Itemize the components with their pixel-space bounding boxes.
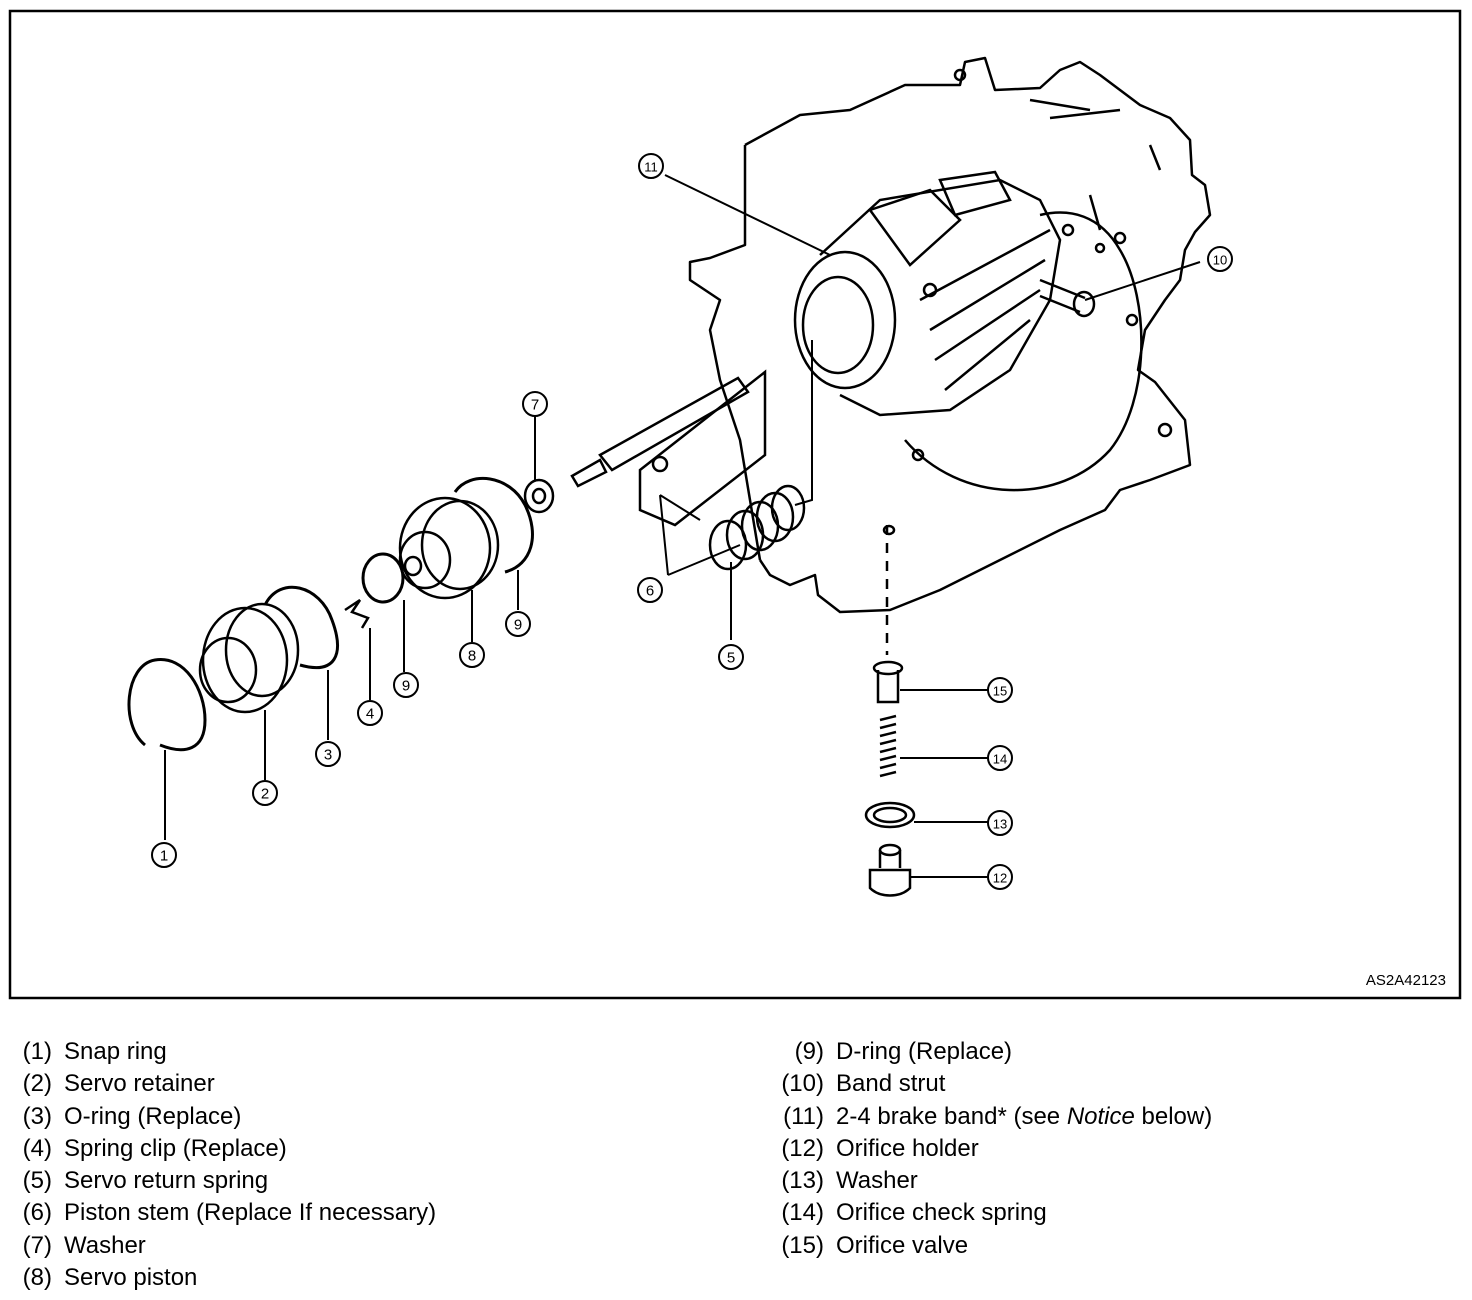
callout-9a [393,672,419,698]
callout-9b [505,611,531,637]
callout-8 [459,642,485,668]
svg-text:1: 1 [160,848,168,865]
legend-item: (3)O-ring (Replace) [22,1102,242,1130]
svg-text:5: 5 [727,650,735,667]
callout-11 [638,153,664,179]
svg-text:6: 6 [646,583,654,600]
legend-item: (12)Orifice holder [781,1134,979,1162]
svg-text:2: 2 [261,786,269,803]
legend-item: (8)Servo piston [22,1264,198,1292]
svg-text:14: 14 [993,752,1007,767]
servo-retainer [198,602,300,714]
legend-item: (4)Spring clip (Replace) [22,1134,287,1162]
spring-clip [344,598,370,629]
brake-band [793,170,1143,492]
svg-text:3: 3 [324,747,332,764]
svg-text:4: 4 [366,706,374,723]
legend-item: (9)D-ring (Replace) [794,1038,1013,1065]
legend-item: (1)Snap ring [22,1038,167,1065]
callout-4 [357,700,383,726]
legend-left: (1)Snap ring (2)Servo retainer (3)O-ring… [16,1036,436,1294]
exploded-diagram: 1 2 3 4 5 6 7 8 9 9 10 11 12 13 14 15 AS… [8,9,1462,1000]
legend-item: (5)Servo return spring [22,1167,269,1195]
svg-text:15: 15 [993,684,1007,699]
callout-14 [987,745,1013,771]
notice-word: Notice [1066,1102,1135,1130]
legend-item: (13)Washer [781,1167,918,1195]
snap-ring [127,658,207,752]
svg-text:12: 12 [993,871,1007,886]
legend-right: (9)D-ring (Replace) (10)Band strut (11)2… [768,1036,1212,1262]
servo-return-spring [708,484,806,571]
orifice-parts [864,524,916,897]
svg-text:9: 9 [402,678,410,695]
callout-2 [252,780,278,806]
svg-text:11: 11 [644,160,658,175]
legend-item: (6)Piston stem (Replace If necessary) [22,1199,437,1227]
callout-10 [1207,246,1233,272]
legend-item: (11)2-4 brake band* (see Notice below) [783,1102,1213,1130]
legend-item: (2)Servo retainer [22,1070,215,1098]
callout-6 [637,577,663,603]
o-ring [263,585,339,670]
callout-5 [718,644,744,670]
d-ring-large [453,477,534,574]
callout-12 [987,864,1013,890]
svg-text:9: 9 [514,617,522,634]
legend-item: (14)Orifice check spring [781,1199,1047,1227]
callout-13 [987,810,1013,836]
callout-1 [151,842,177,868]
servo-piston [398,496,500,600]
piston-stem [570,369,767,527]
callouts [151,153,1233,890]
legend-item: (15)Orifice valve [781,1231,969,1259]
legend-item: (10)Band strut [781,1070,946,1098]
washer-7 [523,478,555,514]
svg-text:13: 13 [993,817,1007,832]
svg-text:8: 8 [468,648,476,665]
legend-item: (7)Washer [22,1231,146,1259]
svg-text:10: 10 [1213,253,1227,268]
figure-frame [8,9,1462,1000]
band-strut [1039,278,1096,318]
callout-15 [987,677,1013,703]
transmission-case [688,56,1212,614]
callout-3 [315,741,341,767]
figure-code: AS2A42123 [1366,972,1446,989]
callout-7 [522,391,548,417]
d-ring-small [361,552,405,604]
svg-text:7: 7 [531,397,539,414]
leader-lines [164,174,1201,878]
